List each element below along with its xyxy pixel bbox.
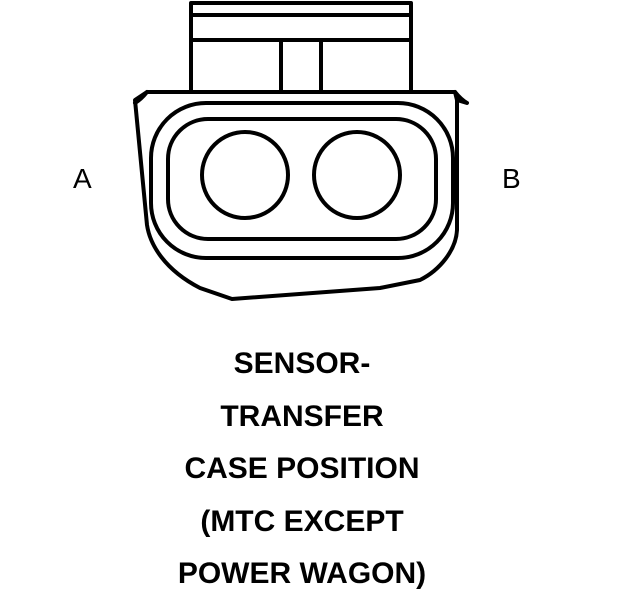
connector-diagram (133, 1, 469, 301)
caption-line: POWER WAGON) (177, 557, 427, 590)
connector-housing (133, 90, 459, 301)
pin-cavity-b (312, 130, 402, 220)
connector-caption: SENSOR- TRANSFER CASE POSITION (MTC EXCE… (0, 343, 604, 606)
housing-shoulder-left (133, 90, 149, 105)
caption-line: (MTC EXCEPT (200, 504, 404, 538)
connector-face-outer (149, 101, 455, 260)
caption-line: CASE POSITION (184, 452, 420, 485)
connector-face-inner (166, 117, 438, 241)
housing-shoulder-right (453, 90, 469, 105)
locking-tab (189, 1, 413, 94)
pin-label-a: A (73, 163, 92, 194)
pin-label-b: B (502, 163, 521, 194)
caption-line: SENSOR- (233, 347, 371, 380)
pin-cavity-a (200, 130, 290, 220)
caption-line: TRANSFER (220, 399, 384, 433)
